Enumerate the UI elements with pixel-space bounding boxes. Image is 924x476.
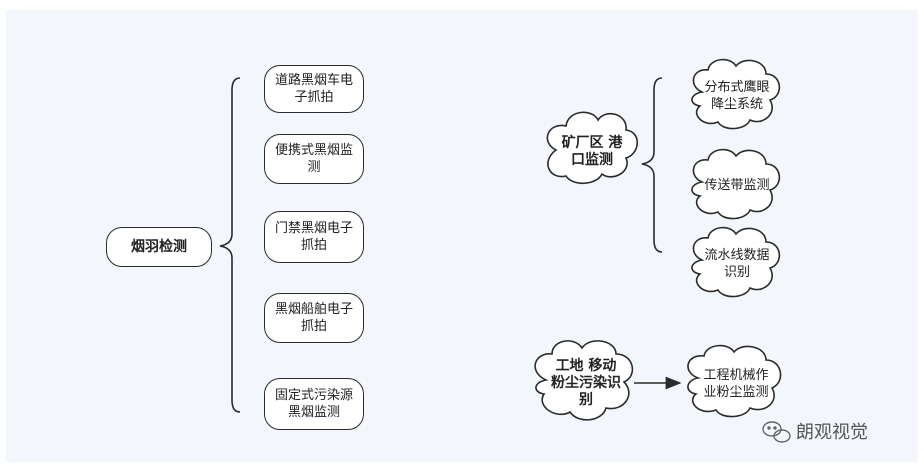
eagle-eye-text: 分布式鹰眼 降尘系统 — [704, 80, 770, 112]
cloud-machinery — [687, 344, 782, 418]
left-brace — [219, 77, 241, 413]
machinery-label: 工程机械作 业粉尘监测 — [690, 360, 782, 408]
assembly-line-text: 流水线数据 识别 — [704, 248, 770, 280]
branch-node: 门禁黑烟电子 抓拍 — [264, 211, 364, 263]
branch-node: 道路黑烟车电 子抓拍 — [264, 65, 364, 113]
cloud-construction — [534, 340, 634, 421]
cloud-assembly-line — [691, 226, 781, 298]
eagle-eye-label: 分布式鹰眼 降尘系统 — [692, 72, 782, 120]
branch-label: 固定式污染源 黑烟监测 — [274, 388, 353, 420]
branch-label: 门禁黑烟电子 抓拍 — [274, 221, 353, 253]
cloud-eagle-eye — [691, 58, 781, 130]
machinery-text: 工程机械作 业粉尘监测 — [703, 368, 769, 400]
mine-port-text: 矿厂区 港 口监测 — [561, 135, 623, 168]
branch-node: 固定式污染源 黑烟监测 — [264, 378, 364, 430]
wechat-icon — [762, 421, 791, 443]
branch-label: 便携式黑烟监 测 — [274, 143, 353, 175]
watermark: 朗观视觉 — [762, 418, 892, 444]
branch-label: 黑烟船舶电子 抓拍 — [274, 302, 353, 334]
branch-label: 道路黑烟车电 子抓拍 — [274, 73, 353, 105]
watermark-text: 朗观视觉 — [796, 422, 868, 443]
construction-label: 工地 移动 粉尘污染识 别 — [538, 352, 634, 414]
right-brace — [641, 77, 663, 253]
assembly-line-label: 流水线数据 识别 — [692, 240, 782, 288]
branch-node: 便携式黑烟监 测 — [264, 134, 364, 184]
root-label: 烟羽检测 — [131, 238, 187, 255]
construction-text: 工地 移动 粉尘污染识 别 — [551, 357, 621, 408]
cloud-mine-port — [546, 111, 639, 185]
root-node: 烟羽检测 — [106, 227, 212, 267]
cloud-conveyor — [691, 148, 781, 220]
conveyor-label: 传送带监测 — [692, 168, 782, 202]
mine-port-label: 矿厂区 港 口监测 — [548, 126, 636, 178]
conveyor-text: 传送带监测 — [704, 177, 770, 193]
branch-node: 黑烟船舶电子 抓拍 — [264, 293, 364, 343]
